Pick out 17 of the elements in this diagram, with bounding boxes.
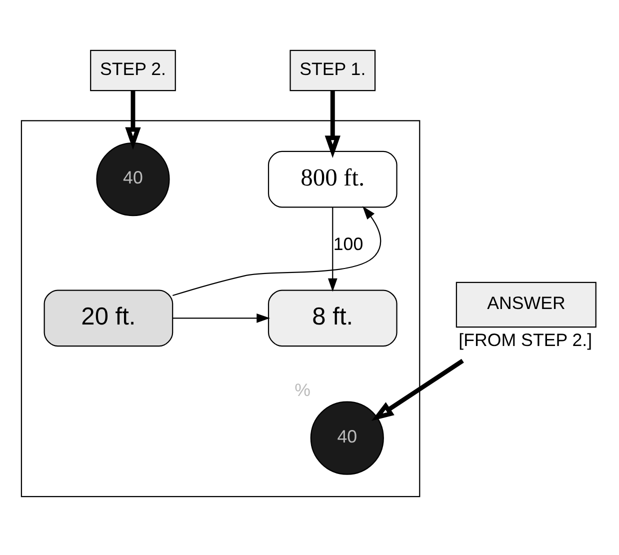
arrow [324, 90, 340, 158]
arrow [125, 90, 141, 150]
cluster [20, 120, 420, 497]
node-box: STEP 2. [90, 49, 176, 91]
node-box: 800 ft. [268, 150, 398, 208]
node-label: % [294, 380, 310, 400]
arrow [172, 312, 270, 322]
node-label: [FROM STEP 2.] [458, 329, 592, 350]
edge-label: 100 [333, 233, 364, 254]
node-box: STEP 1. [290, 49, 376, 91]
arrow [172, 206, 382, 296]
node-box: 20 ft. [44, 289, 174, 346]
arrow [371, 358, 464, 420]
node-circle: 40 [96, 142, 170, 216]
node-box: 8 ft. [268, 289, 398, 346]
arrow [328, 206, 338, 292]
node-circle: 40 [310, 400, 384, 474]
